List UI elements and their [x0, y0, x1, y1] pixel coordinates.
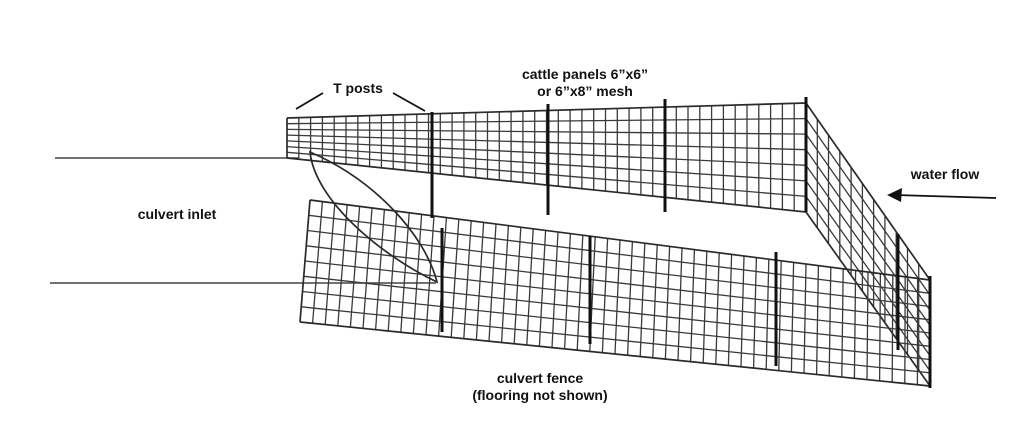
water-flow-arrow-head [887, 188, 902, 202]
side-cattle-panel [805, 102, 931, 387]
t-posts-label: T posts [333, 80, 383, 96]
water-flow-arrow-shaft [894, 194, 997, 199]
culvert-inlet-label: culvert inlet [137, 206, 217, 222]
mesh-wire-horizontal [805, 149, 931, 326]
mesh-wire-horizontal [308, 214, 931, 294]
mesh-frame-top [309, 199, 931, 281]
mesh-wire-horizontal [805, 118, 931, 296]
t-posts-pointer-right [392, 92, 426, 112]
cattle-panels-label-line1: cattle panels 6”x6” [521, 66, 649, 82]
mesh-wire-horizontal [805, 180, 931, 357]
front-cattle-panel [299, 199, 931, 387]
mesh-wire-horizontal [805, 133, 931, 311]
culvert-fence-label-line2: (flooring not shown) [472, 387, 608, 403]
mesh-wire-horizontal [307, 229, 931, 308]
water-flow-label: water flow [910, 166, 980, 182]
mesh-wire-horizontal [303, 275, 931, 347]
mesh-wire-horizontal [301, 306, 931, 374]
t-posts-pointer-left [295, 92, 324, 110]
culvert-fence-label-line1: culvert fence [496, 370, 584, 386]
mesh-wire-horizontal [805, 164, 931, 341]
mesh-frame-top [805, 102, 931, 281]
culvert-fence-label: culvert fence (flooring not shown) [440, 370, 640, 404]
inlet-angled-panel [309, 150, 439, 284]
t-posts [430, 97, 932, 388]
mesh-wire-horizontal [304, 260, 931, 334]
mesh-frame-left [299, 199, 311, 323]
cattle-panels-label: cattle panels 6”x6” or 6”x8” mesh [505, 66, 665, 100]
mesh-frame-bottom [299, 321, 931, 387]
mesh-wire-horizontal [306, 245, 931, 321]
mesh-wire-horizontal [302, 290, 931, 361]
cattle-panels-label-line2: or 6”x8” mesh [537, 83, 633, 99]
